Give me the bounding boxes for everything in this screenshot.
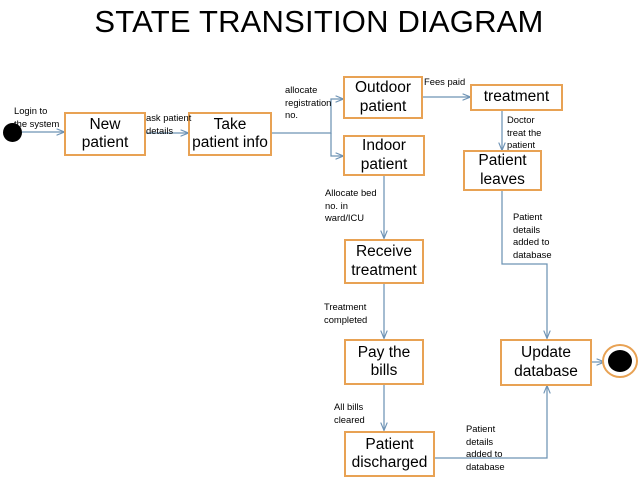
- edge-label-doctor-treat: Doctor treat the patient: [507, 114, 542, 151]
- edge-label-ask-details: ask patient details: [146, 112, 192, 136]
- state-patient-leaves[interactable]: Patient leaves: [463, 150, 542, 191]
- state-pay-the-bills[interactable]: Pay the bills: [344, 339, 424, 385]
- edge-label-leaves-to-database: Patient details added to database: [513, 211, 552, 261]
- page-title: STATE TRANSITION DIAGRAM: [94, 4, 544, 39]
- edge-label-all-bills-cleared: All bills cleared: [334, 401, 365, 425]
- edge-label-allocate-bed: Allocate bed no. in ward/ICU: [325, 187, 377, 224]
- state-receive-treatment[interactable]: Receive treatment: [344, 239, 424, 284]
- state-indoor-patient[interactable]: Indoor patient: [343, 135, 425, 176]
- edge-label-fees-paid: Fees paid: [424, 76, 466, 87]
- state-patient-discharged[interactable]: Patient discharged: [344, 431, 435, 477]
- start-node: [3, 123, 22, 142]
- state-new-patient[interactable]: New patient: [64, 112, 146, 156]
- state-treatment[interactable]: treatment: [470, 84, 563, 111]
- state-outdoor-patient[interactable]: Outdoor patient: [343, 76, 423, 119]
- edge-label-treatment-completed: Treatment completed: [324, 301, 368, 325]
- edge-label-login: Login to the system: [14, 105, 60, 129]
- edge-label-allocate-registration: allocate registration no.: [285, 84, 332, 121]
- end-node: [602, 344, 638, 378]
- edge-label-discharged-to-database: Patient details added to database: [466, 423, 505, 473]
- state-update-database[interactable]: Update database: [500, 339, 592, 386]
- edge-to-indoor: [330, 133, 343, 156]
- end-node-core: [608, 350, 632, 372]
- state-take-patient-info[interactable]: Take patient info: [188, 112, 272, 156]
